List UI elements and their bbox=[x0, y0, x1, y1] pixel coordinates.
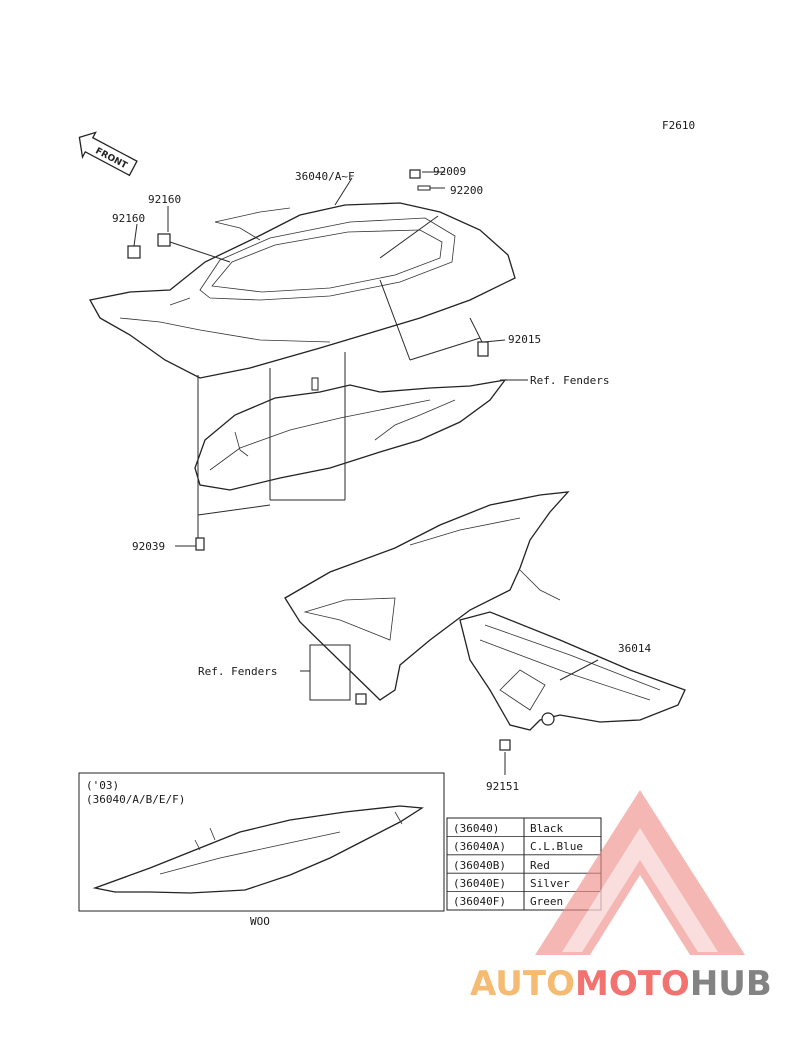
watermark-triangle-icon bbox=[535, 790, 745, 955]
table-row-part: (36040E) bbox=[453, 877, 506, 890]
callout-92160-lower: 92160 bbox=[112, 212, 145, 225]
inset-year: ('03) bbox=[86, 779, 119, 792]
rear-fender-assembly bbox=[284, 491, 570, 701]
callout-92160-upper: 92160 bbox=[148, 193, 181, 206]
inset-caption: WOO bbox=[250, 915, 270, 928]
callout-92015: 92015 bbox=[508, 333, 541, 346]
callout-36014: 36014 bbox=[618, 642, 651, 655]
table-row-part: (36040F) bbox=[453, 895, 506, 908]
figure-code: F2610 bbox=[662, 119, 695, 132]
table-row-color: Green bbox=[530, 895, 563, 908]
front-arrow-icon: FRONT bbox=[78, 131, 138, 177]
table-row-color: Silver bbox=[530, 877, 570, 890]
inset-box: ('03) (36040/A/B/E/F) WOO bbox=[78, 772, 445, 928]
automotohub-watermark: AUTOMOTOHUB bbox=[470, 790, 772, 1004]
callout-92009: 92009 bbox=[433, 165, 466, 178]
inner-fender-piece bbox=[194, 377, 507, 491]
chain-cover-36014 bbox=[459, 611, 686, 731]
seat-cowl-36040 bbox=[88, 202, 516, 379]
table-row-part: (36040B) bbox=[453, 859, 506, 872]
callout-92200: 92200 bbox=[450, 184, 483, 197]
table-row-part: (36040) bbox=[453, 822, 499, 835]
table-row-color: Black bbox=[530, 822, 563, 835]
callout-36040: 36040/A~F bbox=[295, 170, 355, 183]
watermark-text: AUTOMOTOHUB bbox=[470, 964, 772, 1004]
callout-ref-fenders-upper: Ref. Fenders bbox=[530, 374, 609, 387]
inset-parts: (36040/A/B/E/F) bbox=[86, 793, 185, 806]
callout-92039: 92039 bbox=[132, 540, 165, 553]
color-table: (36040) Black (36040A) C.L.Blue (36040B)… bbox=[446, 817, 602, 911]
table-row-color: Red bbox=[530, 859, 550, 872]
callout-92151: 92151 bbox=[486, 780, 519, 793]
table-row-color: C.L.Blue bbox=[530, 840, 583, 853]
leader-lines bbox=[133, 171, 599, 775]
callout-ref-fenders-lower: Ref. Fenders bbox=[198, 665, 277, 678]
table-row-part: (36040A) bbox=[453, 840, 506, 853]
